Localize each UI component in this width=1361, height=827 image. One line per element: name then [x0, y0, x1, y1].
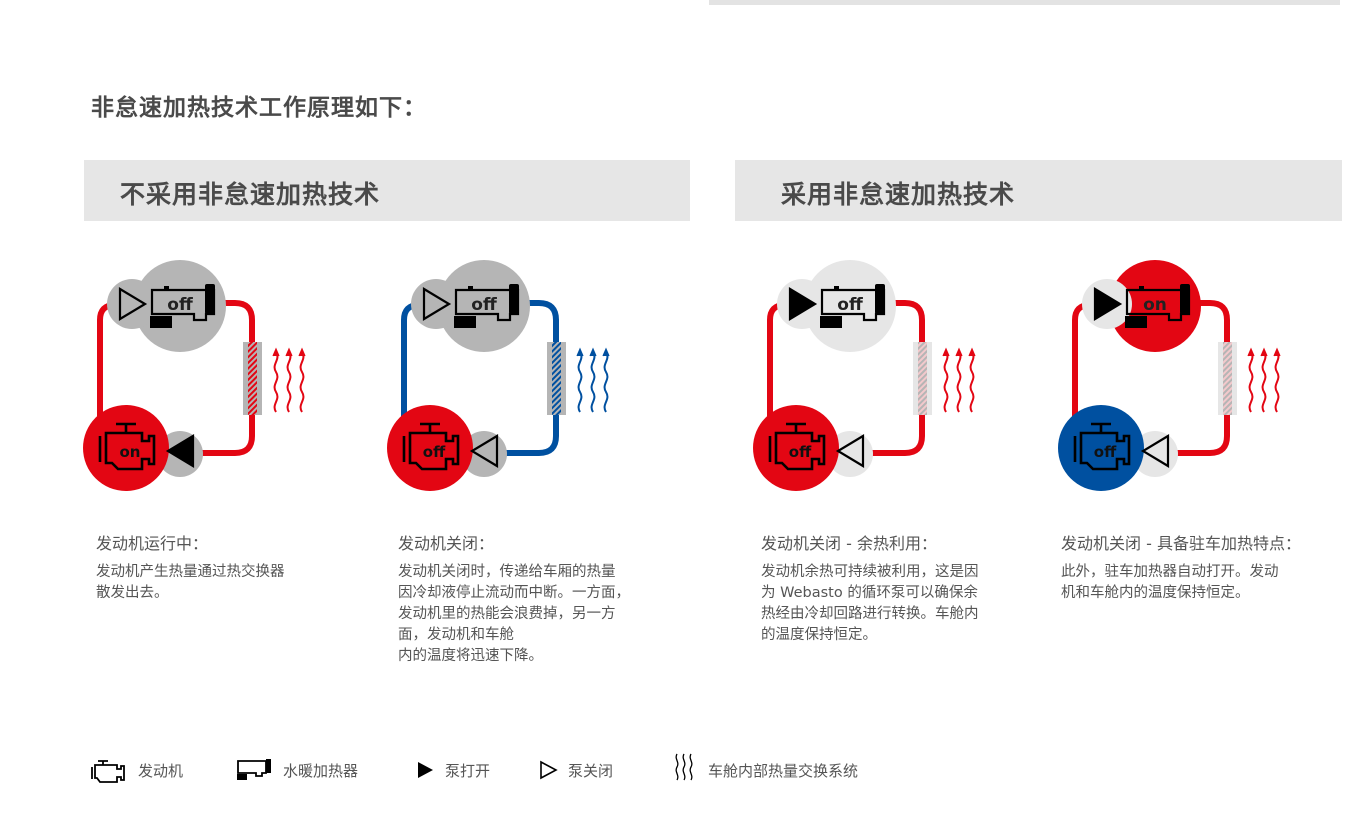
description-4: 发动机关闭 - 具备驻车加热特点： 此外，驻车加热器自动打开。发动机和车舱内的温度…	[1061, 530, 1351, 604]
engine-icon: off	[402, 422, 460, 471]
description-line: 此外，驻车加热器自动打开。发动	[1061, 564, 1279, 580]
description-line: 因冷却液停止流动而中断。一方面，	[398, 585, 630, 601]
heat-waves	[1247, 347, 1281, 413]
pump-on-icon	[418, 762, 433, 778]
pump-on-icon	[1093, 287, 1123, 321]
engine-status: on	[120, 443, 141, 461]
legend-label: 发动机	[138, 761, 184, 780]
engine-status: off	[1094, 443, 1117, 461]
heat-waves	[942, 347, 976, 413]
heat-waves	[272, 347, 306, 413]
page-title: 非怠速加热技术工作原理如下：	[91, 95, 427, 121]
description-line: 机和车舱内的温度保持恒定。	[1061, 585, 1250, 601]
description-heading: 发动机关闭 - 具备驻车加热特点：	[1061, 534, 1301, 553]
heater-status: off	[167, 295, 193, 315]
section-title: 采用非怠速加热技术	[781, 180, 1016, 209]
description-line: 发动机产生热量通过热交换器	[96, 564, 285, 580]
description-line: 内的温度将迅速下降。	[398, 648, 543, 664]
legend-label: 泵打开	[445, 761, 491, 780]
legend-label: 水暖加热器	[283, 761, 359, 780]
engine-status: off	[423, 443, 446, 461]
engine-icon	[91, 760, 125, 783]
description-line: 为 Webasto 的循环泵可以确保余	[761, 585, 978, 601]
pump-off-icon	[1140, 434, 1170, 468]
diagram-engine-running: off on	[80, 258, 320, 503]
pump-off-icon	[835, 434, 865, 468]
pump-off-icon	[540, 760, 558, 780]
section-header-with: 采用非怠速加热技术	[735, 160, 1342, 221]
description-heading: 发动机关闭：	[398, 534, 495, 553]
description-heading: 发动机运行中：	[96, 534, 209, 553]
heater-status: off	[837, 295, 863, 315]
water-heater-icon: off	[820, 284, 886, 328]
description-line: 的温度保持恒定。	[761, 627, 877, 643]
pump-on-icon	[165, 434, 195, 468]
diagram-engine-off: off off	[384, 258, 624, 503]
water-heater-icon: off	[454, 284, 520, 328]
water-heater-icon: off	[150, 284, 216, 328]
engine-icon: on	[98, 422, 156, 471]
water-heater-icon	[237, 759, 271, 780]
legend-label: 车舱内部热量交换系统	[708, 761, 859, 780]
diagram-parking-heater: on off	[1055, 258, 1295, 503]
water-heater-icon: on	[1125, 284, 1191, 328]
description-line: 散发出去。	[96, 585, 169, 601]
pump-on-icon	[788, 287, 818, 321]
heat-exchange-icon	[675, 753, 693, 781]
heater-status: off	[471, 295, 497, 315]
description-line: 发动机余热可持续被利用，这是因	[761, 564, 979, 580]
heater-status: on	[1143, 295, 1167, 315]
legend-label: 泵关闭	[568, 761, 614, 780]
description-heading: 发动机关闭 - 余热利用：	[761, 534, 937, 553]
engine-icon: off	[768, 422, 826, 471]
heat-waves	[576, 347, 610, 413]
description-1: 发动机运行中： 发动机产生热量通过热交换器散发出去。	[96, 530, 386, 604]
legend-pump-on: 泵打开	[415, 752, 490, 788]
legend-pump-off: 泵关闭	[538, 752, 613, 788]
diagram-residual-heat: off off	[750, 258, 990, 503]
pump-off-icon	[422, 287, 452, 321]
description-body: 发动机余热可持续被利用，这是因为 Webasto 的循环泵可以确保余热经由冷却回…	[761, 562, 1051, 646]
legend-heat-exchange: 车舱内部热量交换系统	[672, 752, 858, 788]
section-title: 不采用非怠速加热技术	[120, 180, 381, 209]
description-line: 热经由冷却回路进行转换。车舱内	[761, 606, 979, 622]
description-2: 发动机关闭：发动机关闭时，传递给车厢的热量因冷却液停止流动而中断。一方面，发动机…	[398, 530, 688, 667]
section-header-without: 不采用非怠速加热技术	[84, 160, 690, 221]
legend-heater: 水暖加热器	[235, 752, 358, 788]
description-body: 此外，驻车加热器自动打开。发动机和车舱内的温度保持恒定。	[1061, 562, 1351, 604]
engine-status: off	[789, 443, 812, 461]
engine-icon: off	[1073, 422, 1131, 471]
pump-off-icon	[469, 434, 499, 468]
description-body: 发动机关闭时，传递给车厢的热量因冷却液停止流动而中断。一方面， 发动机里的热能会浪…	[398, 562, 688, 667]
description-body: 发动机产生热量通过热交换器散发出去。	[96, 562, 386, 604]
legend-engine: 发动机	[90, 752, 183, 788]
top-bar	[709, 0, 1340, 5]
description-line: 发动机里的热能会浪费掉，另一方	[398, 606, 616, 622]
description-line: 发动机关闭时，传递给车厢的热量	[398, 564, 616, 580]
pump-off-icon	[118, 287, 148, 321]
description-line: 面，发动机和车舱	[398, 627, 514, 643]
description-3: 发动机关闭 - 余热利用： 发动机余热可持续被利用，这是因为 Webasto 的循…	[761, 530, 1051, 646]
